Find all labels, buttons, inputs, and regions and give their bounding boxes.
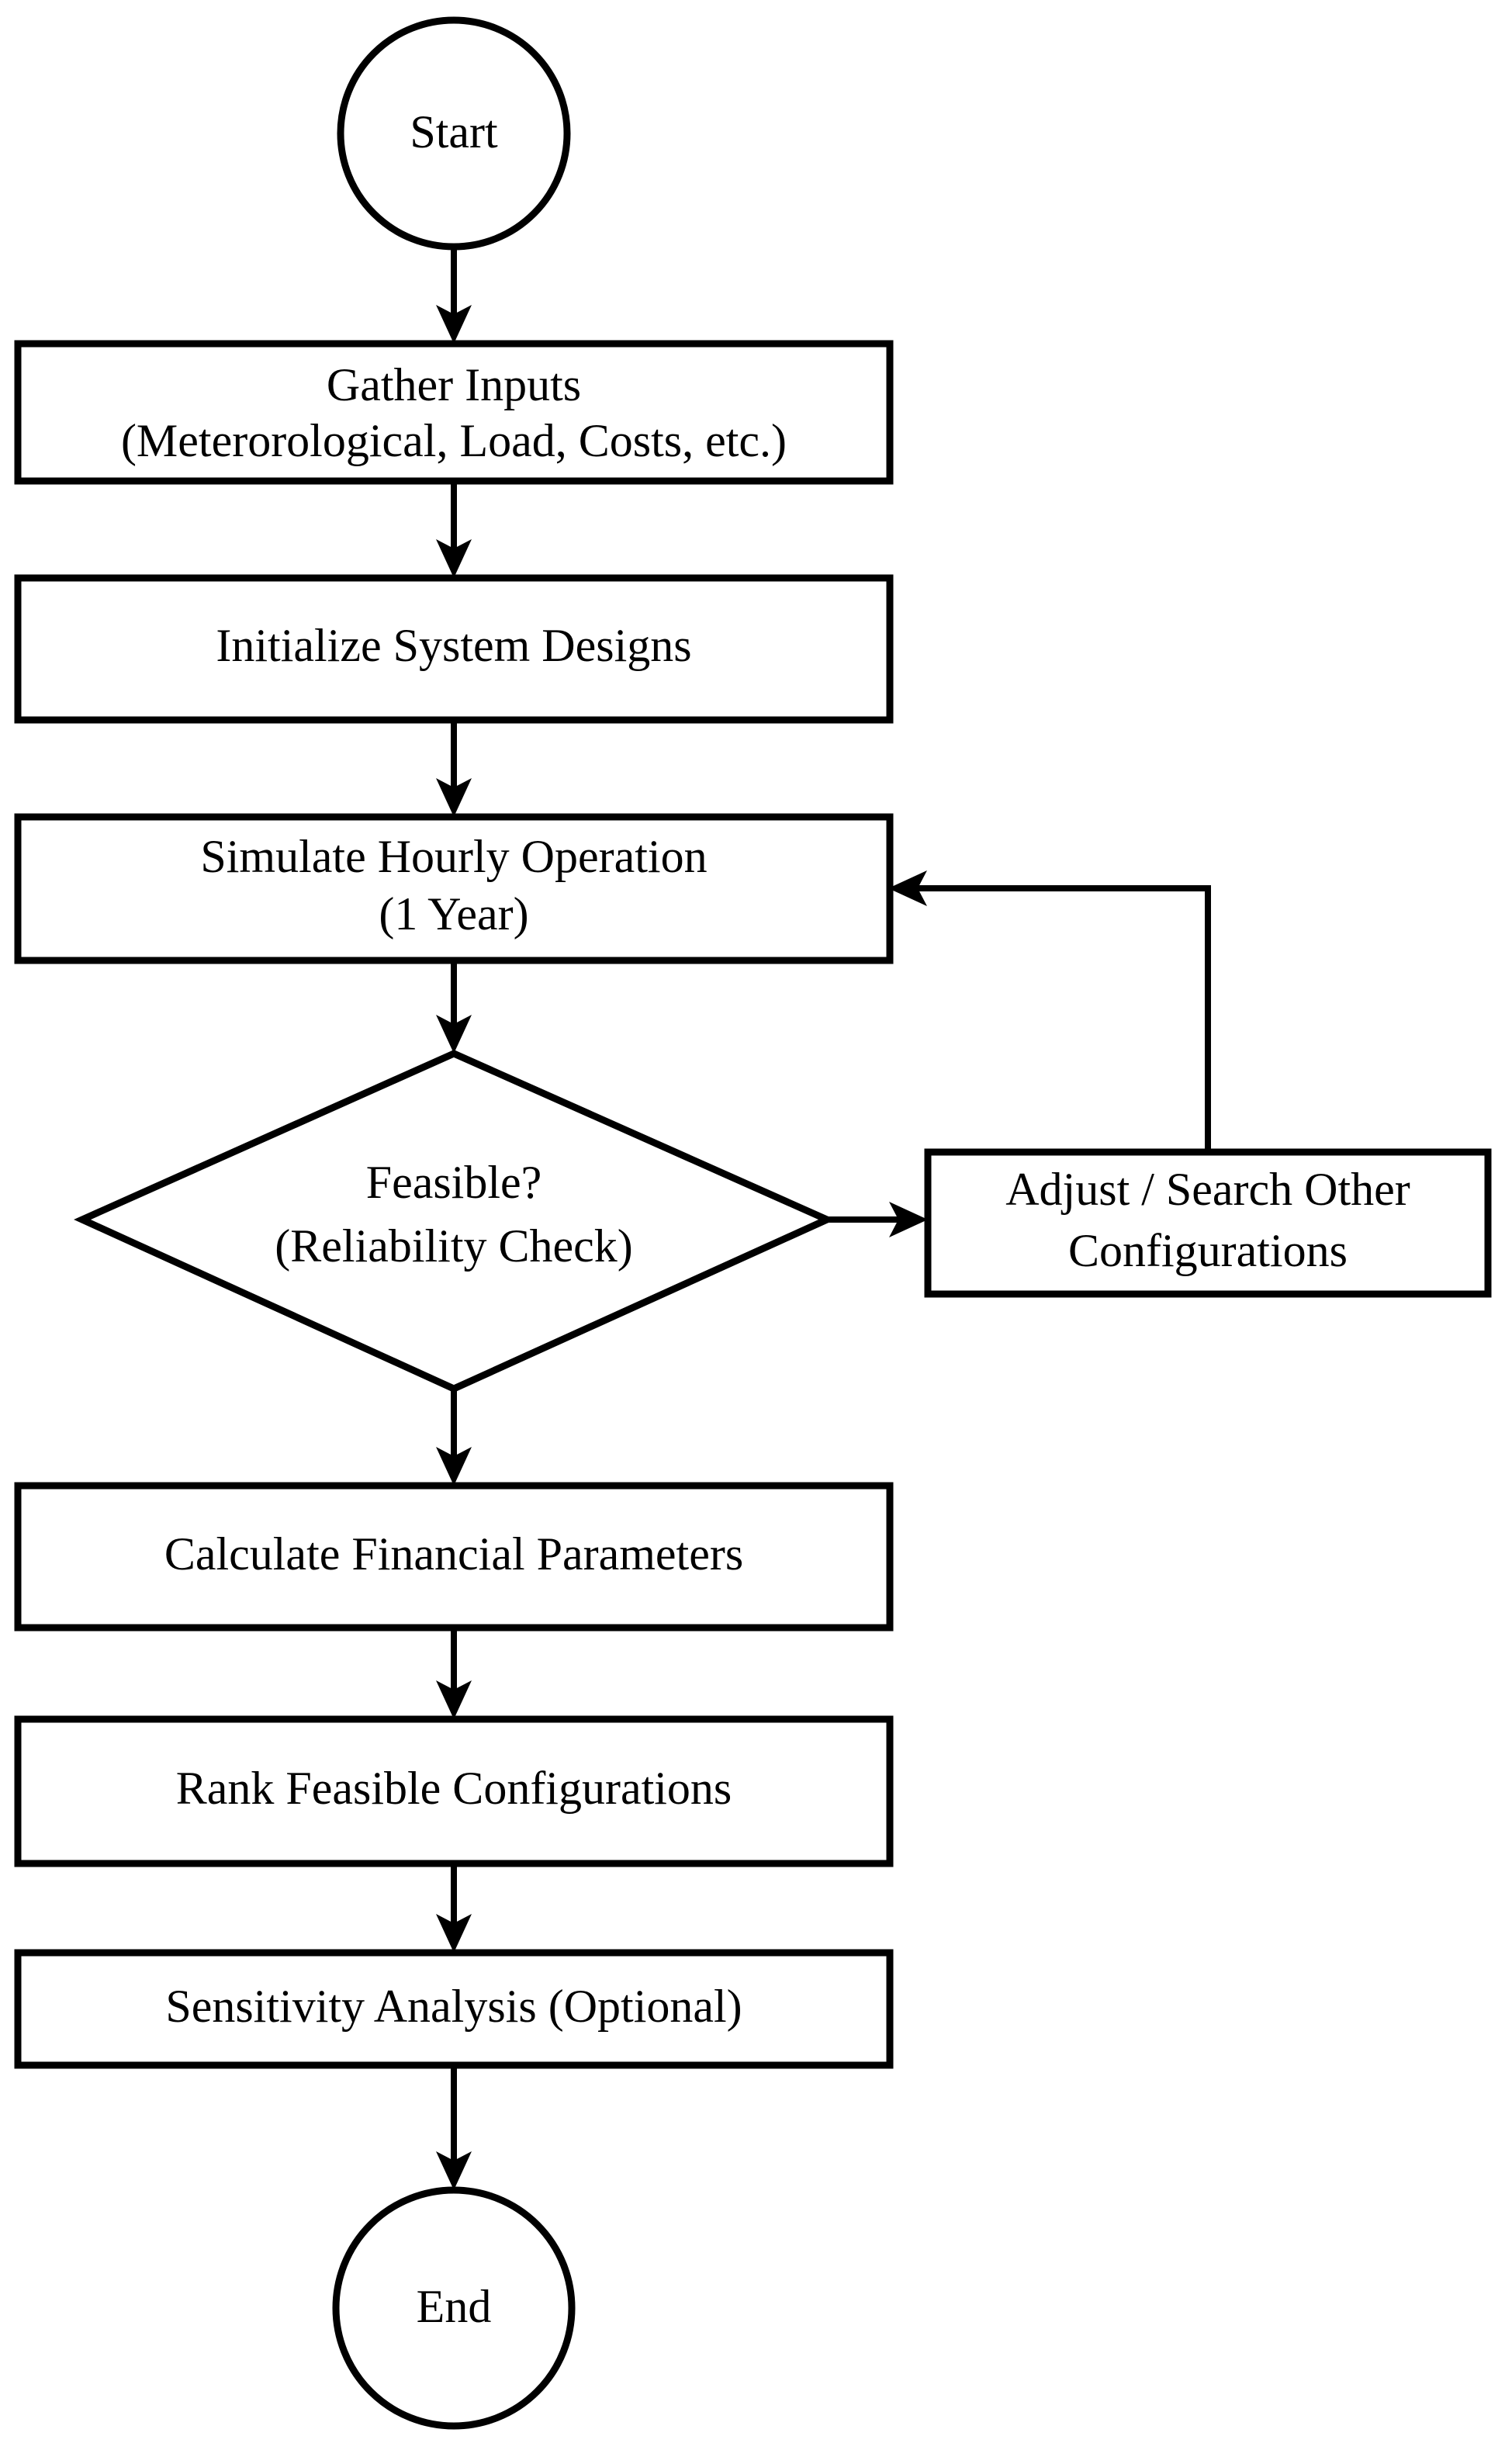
- node-gather-inputs-label-line2: (Meterorological, Load, Costs, etc.): [121, 415, 787, 466]
- node-adjust-search-other-configurations[interactable]: Adjust / Search Other Configurations: [924, 1148, 1492, 1298]
- edge-initialize-to-simulate: [436, 720, 472, 817]
- node-feasible-decision-label-line1: Feasible?: [366, 1157, 542, 1208]
- node-initialize-system-designs-label: Initialize System Designs: [216, 620, 691, 671]
- edge-sensitivity-to-end: [436, 2065, 472, 2190]
- node-initialize-system-designs[interactable]: Initialize System Designs: [14, 574, 894, 724]
- node-simulate-hourly-operation-label-line2: (1 Year): [379, 888, 528, 940]
- edge-rank-to-sensitivity: [436, 1863, 472, 1953]
- edge-gather-inputs-to-initialize: [436, 481, 472, 578]
- edge-start-to-gather-inputs: [436, 248, 472, 344]
- node-sensitivity-analysis[interactable]: Sensitivity Analysis (Optional): [14, 1949, 894, 2069]
- node-gather-inputs-label-line1: Gather Inputs: [327, 359, 581, 410]
- edge-adjust-to-simulate-feedback: [888, 870, 1211, 1152]
- node-end[interactable]: End: [332, 2186, 576, 2430]
- node-start-label: Start: [410, 106, 498, 157]
- node-adjust-search-other-configurations-label-line2: Configurations: [1068, 1225, 1348, 1276]
- node-calculate-financial-parameters-label: Calculate Financial Parameters: [164, 1528, 743, 1580]
- node-feasible-decision-label-line2: (Reliability Check): [275, 1220, 633, 1272]
- node-start[interactable]: Start: [337, 16, 571, 251]
- edge-simulate-to-feasible: [436, 960, 472, 1054]
- node-gather-inputs[interactable]: Gather Inputs (Meterorological, Load, Co…: [14, 340, 894, 485]
- node-adjust-search-other-configurations-label-line1: Adjust / Search Other: [1005, 1164, 1410, 1215]
- node-feasible-decision[interactable]: Feasible? (Reliability Check): [74, 1050, 836, 1393]
- edge-feasible-to-adjust: [827, 1202, 928, 1237]
- node-end-label: End: [417, 2281, 492, 2332]
- node-rank-feasible-configurations-label: Rank Feasible Configurations: [176, 1763, 732, 1814]
- node-sensitivity-analysis-label: Sensitivity Analysis (Optional): [165, 1981, 742, 2032]
- node-calculate-financial-parameters[interactable]: Calculate Financial Parameters: [14, 1482, 894, 1632]
- node-simulate-hourly-operation[interactable]: Simulate Hourly Operation (1 Year): [14, 813, 894, 964]
- edge-calculate-to-rank: [436, 1628, 472, 1719]
- edge-feasible-to-calculate: [436, 1389, 472, 1486]
- node-rank-feasible-configurations[interactable]: Rank Feasible Configurations: [14, 1715, 894, 1867]
- node-simulate-hourly-operation-label-line1: Simulate Hourly Operation: [200, 831, 707, 882]
